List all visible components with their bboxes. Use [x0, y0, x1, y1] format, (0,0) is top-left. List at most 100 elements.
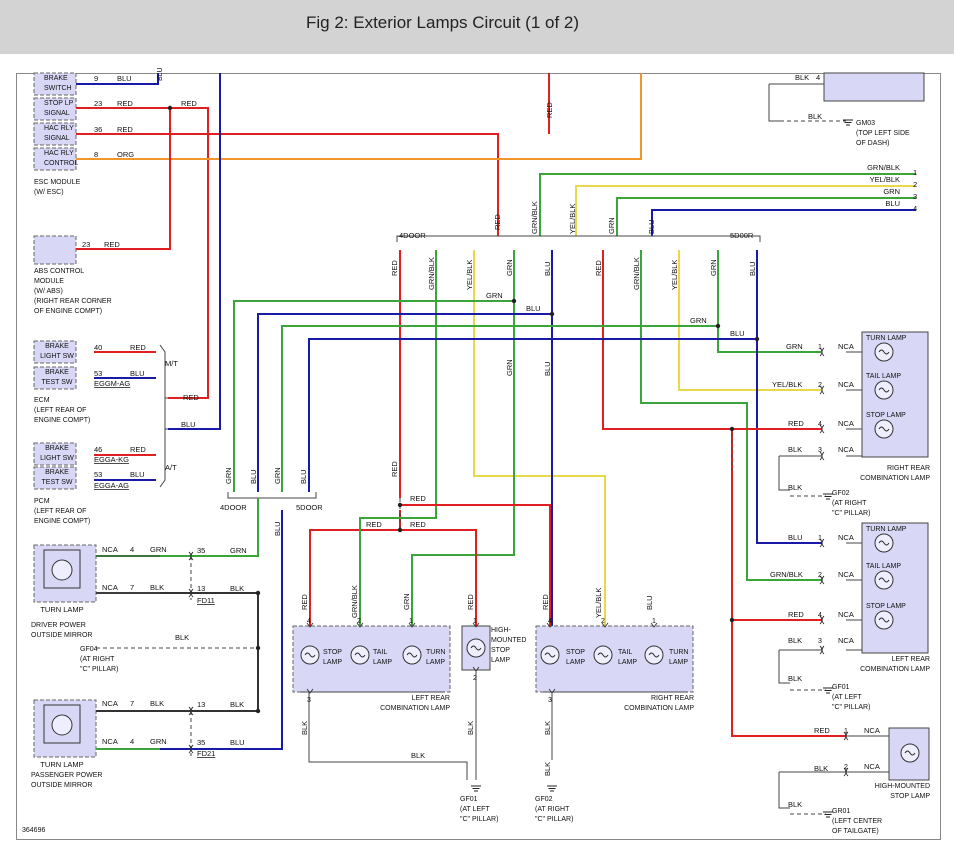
label: 1: [818, 535, 822, 542]
label: GRN: [786, 342, 803, 351]
label: BLK: [788, 674, 802, 683]
label: ORG: [117, 150, 134, 159]
pin-connector: [548, 688, 556, 694]
label: 35: [197, 738, 205, 747]
label: LAMP: [566, 659, 585, 666]
label: BLU: [788, 533, 803, 542]
esc-stop-lp-box: [33, 97, 77, 121]
label: (AT LEFT: [832, 694, 862, 701]
label: BLK: [808, 112, 822, 121]
label: ENGINE COMPT): [34, 417, 90, 424]
lamp-filament: [878, 426, 890, 432]
label: BLU: [130, 369, 145, 378]
pin-connector: [472, 666, 480, 672]
label: BLK: [175, 633, 189, 642]
label: GR01: [832, 808, 850, 815]
label: (W/ ABS): [34, 288, 63, 295]
label: RED: [117, 125, 133, 134]
label: LAMP: [373, 659, 392, 666]
label: 2: [844, 764, 848, 771]
label: 9: [94, 74, 98, 83]
label: BLK: [543, 721, 552, 735]
top-right-component-box: [823, 72, 925, 102]
label: A/T: [165, 463, 177, 472]
label: NCA: [102, 583, 118, 592]
label: HAC RLY: [44, 150, 74, 157]
mirror-lamp-bulb: [51, 559, 73, 581]
label: FD21: [197, 749, 215, 758]
lamp-filament: [354, 652, 366, 658]
label: EGGM-AG: [94, 379, 130, 388]
label: RED: [466, 594, 475, 610]
label: BLK: [150, 699, 164, 708]
label: ENGINE COMPT): [34, 518, 90, 525]
label: RED: [788, 610, 804, 619]
label: BRAKE: [45, 343, 69, 350]
label: EGGA-AG: [94, 481, 129, 490]
pin-connector: [408, 622, 416, 628]
label: SIGNAL: [44, 135, 70, 142]
abs-splice: [167, 105, 173, 111]
label: RED: [390, 461, 399, 477]
esc-hac-signal-wire: [76, 133, 499, 236]
label: BLK: [788, 445, 802, 454]
label: GF04: [80, 646, 98, 653]
v-red-5door: [602, 250, 732, 430]
figure-header: Fig 2: Exterior Lamps Circuit (1 of 2): [0, 0, 954, 54]
pin-connector: [601, 622, 609, 628]
splice-red-lower: [397, 527, 403, 533]
label: ABS CONTROL: [34, 268, 84, 275]
left-tail-grn-blk: [359, 517, 412, 626]
label: NCA: [838, 342, 854, 351]
label: RIGHT REAR: [651, 695, 694, 702]
label: OF DASH): [856, 140, 889, 147]
esc-hac-signal-box: [33, 122, 77, 146]
label: LAMP: [618, 659, 637, 666]
splice-red-upper: [397, 502, 403, 508]
label: ESC MODULE: [34, 179, 81, 186]
label: NCA: [102, 545, 118, 554]
label: BLU: [885, 199, 900, 208]
label: GRN/BLK: [530, 201, 539, 234]
esc-hac-control-wire: [76, 73, 642, 160]
mirror-lamp-frame: [43, 549, 81, 589]
label: TURN LAMP: [40, 760, 83, 769]
label: RIGHT REAR: [887, 465, 930, 472]
label: OF TAILGATE): [832, 828, 879, 835]
label: STOP LAMP: [866, 603, 906, 610]
label: BRAKE: [44, 75, 68, 82]
v-grn-blk-5door: [640, 250, 822, 581]
right-rear-combo-lamp-box: [861, 331, 929, 458]
label: 4: [818, 421, 822, 428]
label: RED: [130, 445, 146, 454]
label: 2: [818, 382, 822, 389]
v-yel-blk-5door: [678, 250, 822, 391]
label: 1: [473, 618, 477, 625]
label: TEST SW: [42, 379, 73, 386]
label: PASSENGER POWER: [31, 772, 102, 779]
label: (AT RIGHT: [80, 656, 115, 663]
label: 35: [197, 546, 205, 555]
label: GRN/BLK: [770, 570, 803, 579]
label: BLK: [230, 584, 244, 593]
lamp-filament: [878, 540, 890, 546]
label: TURN LAMP: [866, 335, 907, 342]
label: TEST SW: [42, 479, 73, 486]
nca-connector: [819, 347, 825, 357]
label: GF01: [460, 796, 478, 803]
label: YEL/BLK: [870, 175, 900, 184]
label: 7: [130, 699, 134, 708]
passenger-turn-blu: [96, 510, 283, 750]
label: BLU: [230, 738, 245, 747]
label: 4: [130, 737, 134, 746]
label: 13: [197, 700, 205, 709]
label: GF02: [832, 490, 850, 497]
label: NCA: [838, 636, 854, 645]
label: HIGH-: [491, 627, 512, 634]
lamp-filament: [878, 349, 890, 355]
right-stop-red: [400, 504, 551, 626]
mt-at-bracket: [159, 344, 166, 488]
nca-connector: [843, 767, 849, 777]
